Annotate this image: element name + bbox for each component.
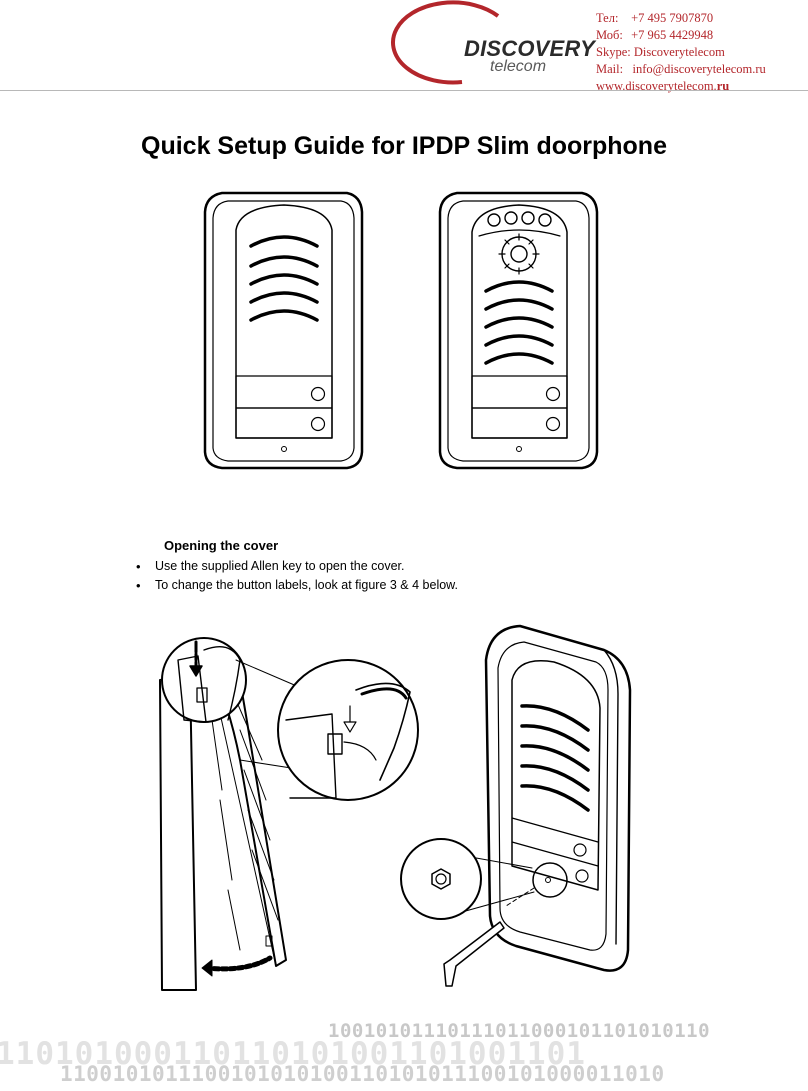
bell-button-icon [573,843,587,857]
bell-button-icon [545,386,561,402]
zoom-detail-latch [277,659,419,801]
section-heading: Opening the cover [164,538,279,553]
contact-skype: Skype: Discoverytelecom [596,45,725,59]
header-divider [0,90,808,91]
logo-sub-text: telecom [490,58,547,75]
bell-button-icon [310,416,326,432]
led-icon [487,213,501,227]
led-icon [504,211,518,225]
footer-binary-pattern-mid: 1100101011100101010100110101011100101000… [60,1062,665,1086]
footer-binary-pattern-bottom: 110101000110110101001101001101 [0,1036,586,1072]
list-item: To change the button labels, look at fig… [136,576,458,595]
bell-button-icon [545,416,561,432]
doorphone-camera-illustration [438,191,599,470]
company-logo [391,0,500,85]
side-profile-illustration [159,637,307,991]
allen-key-icon [443,921,505,987]
contact-website[interactable]: www.discoverytelecom.ru [596,79,730,93]
bell-button-icon [575,869,589,883]
contact-mail[interactable]: Mail: info@discoverytelecom.ru [596,62,766,76]
zoom-detail-screw [400,838,482,920]
logo-ring-icon [391,0,500,85]
contact-mobile: Моб: +7 965 4429948 [596,28,714,42]
bell-button-icon [310,386,326,402]
list-item: Use the supplied Allen key to open the c… [136,557,458,576]
page-title: Quick Setup Guide for IPDP Slim doorphon… [141,132,667,160]
logo-brand-text: DISCOVERY [464,36,595,61]
doorphone-perspective-illustration [453,624,632,972]
led-icon [521,211,535,225]
doorphone-basic-illustration [203,191,364,470]
contact-block: Тел: +7 495 7907870 Моб: +7 965 4429948 … [596,10,766,95]
led-icon [538,213,552,227]
instruction-list: Use the supplied Allen key to open the c… [136,557,458,595]
footer-binary-pattern-top: 10010101110111011000101101010110 [328,1020,711,1042]
zoom-screw-marker [532,862,568,898]
contact-phone: Тел: +7 495 7907870 [596,11,714,25]
